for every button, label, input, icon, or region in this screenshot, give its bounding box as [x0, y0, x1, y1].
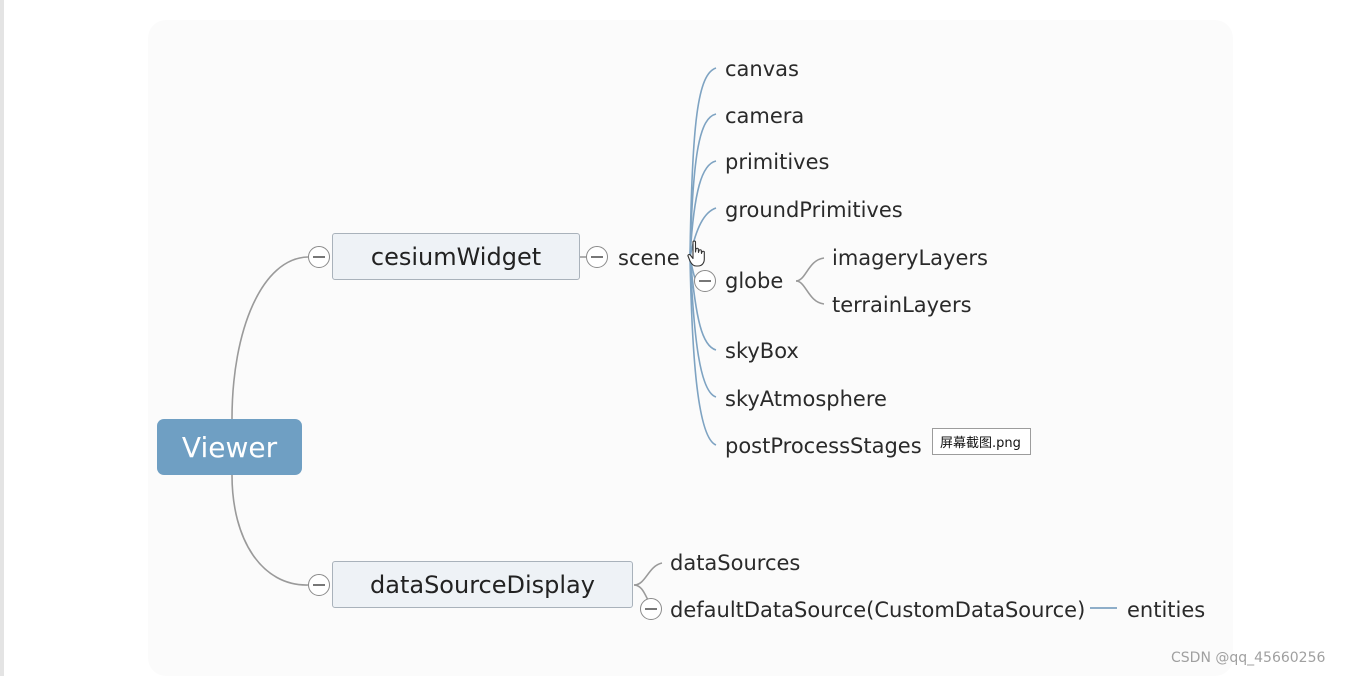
node-skyatmosphere[interactable]: skyAtmosphere: [725, 387, 887, 411]
collapse-toggle-icon[interactable]: [640, 598, 662, 620]
hand-cursor-icon: [687, 240, 705, 267]
node-canvas[interactable]: canvas: [725, 57, 799, 81]
node-groundprimitives[interactable]: groundPrimitives: [725, 198, 903, 222]
node-skybox[interactable]: skyBox: [725, 339, 799, 363]
node-primitives[interactable]: primitives: [725, 150, 830, 174]
root-node-label: Viewer: [181, 430, 278, 464]
attachment-file[interactable]: 屏幕截图.png: [932, 428, 1031, 455]
watermark: CSDN @qq_45660256: [1171, 650, 1326, 666]
connector-globe-terrainlayers: [795, 280, 825, 305]
node-datasourcedisplay-label: dataSourceDisplay: [370, 570, 595, 599]
canvas-background: [148, 20, 1233, 676]
node-terrainlayers[interactable]: terrainLayers: [832, 293, 972, 317]
connector-datasourcedisplay-datasources: [633, 562, 663, 586]
collapse-toggle-icon[interactable]: [694, 270, 716, 292]
node-scene[interactable]: scene: [618, 246, 680, 270]
attachment-filename: 屏幕截图.png: [940, 436, 1021, 451]
connector-viewer-datasourcedisplay: [231, 474, 309, 586]
node-cesiumwidget-label: cesiumWidget: [370, 242, 542, 271]
node-entities[interactable]: entities: [1127, 598, 1206, 622]
root-node-viewer[interactable]: Viewer: [157, 419, 302, 475]
node-datasources[interactable]: dataSources: [670, 551, 801, 575]
window-edge: [0, 0, 4, 676]
node-imagerylayers[interactable]: imageryLayers: [832, 246, 988, 270]
connector-viewer-cesiumwidget: [231, 256, 309, 420]
collapse-toggle-icon[interactable]: [586, 246, 608, 268]
node-camera[interactable]: camera: [725, 104, 805, 128]
node-postprocessstages[interactable]: postProcessStages: [725, 434, 922, 458]
collapse-toggle-icon[interactable]: [308, 246, 330, 268]
node-defaultdatasource[interactable]: defaultDataSource(CustomDataSource): [670, 598, 1086, 622]
node-datasourcedisplay[interactable]: dataSourceDisplay: [332, 561, 633, 608]
node-cesiumwidget[interactable]: cesiumWidget: [332, 233, 580, 280]
collapse-toggle-icon[interactable]: [308, 574, 330, 596]
connector-globe-imagerylayers: [795, 257, 825, 282]
node-globe[interactable]: globe: [725, 269, 784, 293]
